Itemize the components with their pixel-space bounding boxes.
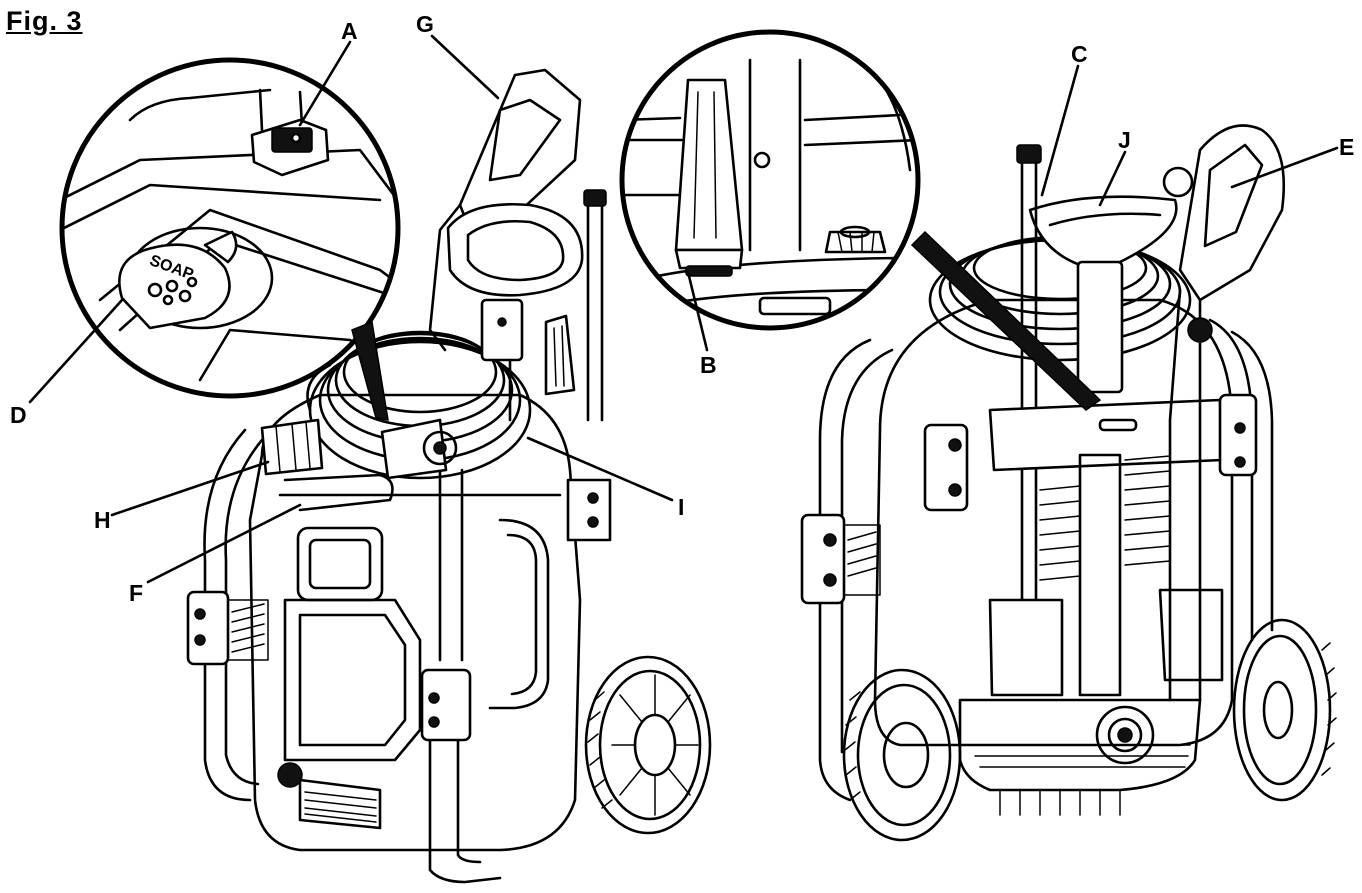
callout-e: E [1339, 134, 1355, 160]
figure-title: Fig. 3 [6, 6, 83, 36]
callout-d: D [10, 402, 27, 428]
right-pressure-washer [800, 124, 1337, 842]
callout-f: F [129, 580, 144, 606]
callout-c: C [1071, 41, 1088, 67]
callout-b: B [700, 352, 717, 378]
callout-j: J [1118, 127, 1131, 153]
callout-pointer-lines [28, 34, 1339, 584]
detail-circle-nozzle [619, 29, 921, 331]
callout-g: G [416, 11, 434, 37]
callout-i: I [678, 494, 685, 520]
detail-circle-switch-soap: SOAP [59, 57, 401, 399]
callout-a: A [341, 18, 358, 44]
callout-h: H [94, 507, 111, 533]
